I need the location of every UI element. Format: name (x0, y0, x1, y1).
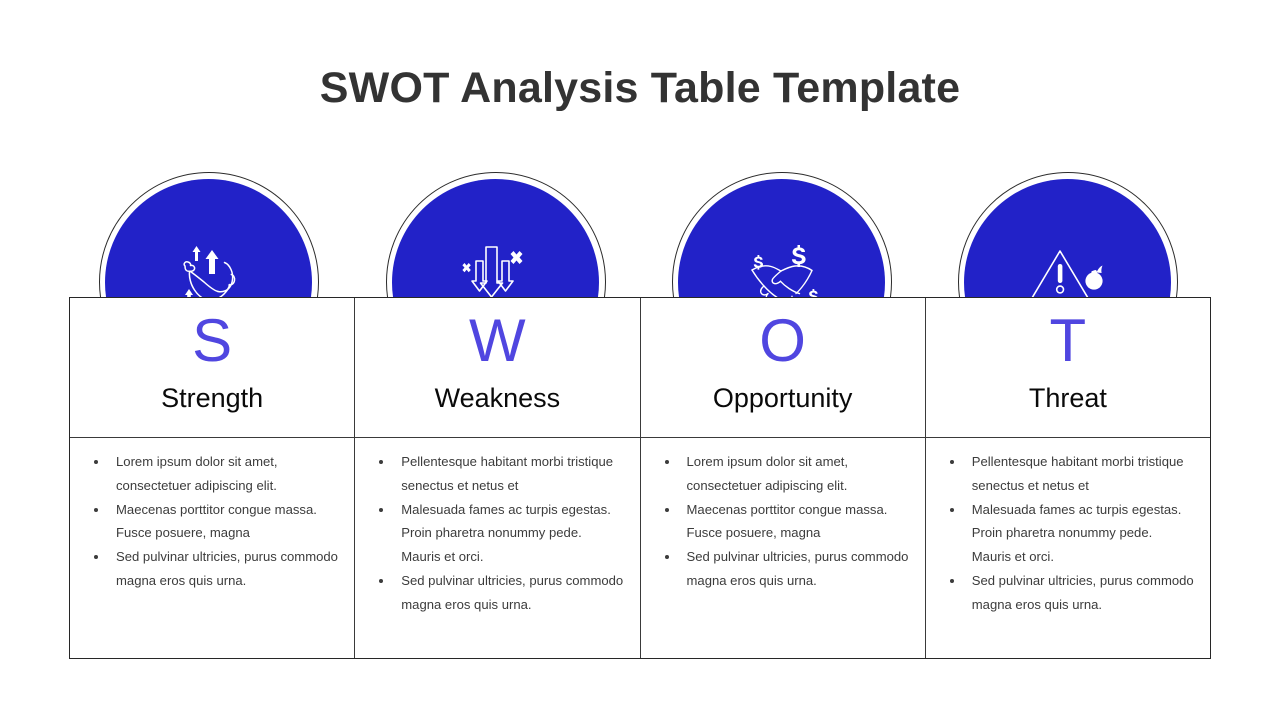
column-letter: W (469, 307, 526, 374)
column-letter: S (192, 307, 233, 374)
list-item: Malesuada fames ac turpis egestas. Proin… (365, 498, 623, 569)
column-title: Opportunity (712, 383, 853, 413)
icon-circle-threat (958, 172, 1180, 297)
list-item: Sed pulvinar ultricies, purus commodo ma… (651, 545, 909, 593)
list-item: Malesuada fames ac turpis egestas. Proin… (936, 498, 1194, 569)
bullet-list: Lorem ipsum dolor sit amet, consectetuer… (80, 450, 338, 593)
list-item: Pellentesque habitant morbi tristique se… (365, 450, 623, 498)
list-item: Pellentesque habitant morbi tristique se… (936, 450, 1194, 498)
handshake-dollar-icon (678, 179, 885, 297)
column-header-threat: T Threat (925, 298, 1210, 438)
list-item: Lorem ipsum dolor sit amet, consectetuer… (651, 450, 909, 498)
column-body-opportunity: Lorem ipsum dolor sit amet, consectetuer… (641, 438, 925, 658)
muscle-arm-up-arrows-icon (105, 179, 312, 297)
icon-circles-band (0, 172, 1280, 297)
icon-circle-strength (99, 172, 321, 297)
icon-circle-opportunity (672, 172, 894, 297)
list-item: Maecenas porttitor congue massa. Fusce p… (80, 498, 338, 546)
swot-column-opportunity: O Opportunity Lorem ipsum dolor sit amet… (640, 298, 926, 658)
swot-column-threat: T Threat Pellentesque habitant morbi tri… (925, 298, 1210, 658)
bullet-list: Pellentesque habitant morbi tristique se… (936, 450, 1194, 617)
column-header-weakness: W Weakness (355, 298, 640, 438)
column-letter: T (1049, 307, 1087, 374)
column-letter: O (759, 307, 806, 374)
column-body-weakness: Pellentesque habitant morbi tristique se… (355, 438, 639, 658)
page-title: SWOT Analysis Table Template (319, 64, 961, 112)
list-item: Sed pulvinar ultricies, purus commodo ma… (80, 545, 338, 593)
list-item: Sed pulvinar ultricies, purus commodo ma… (936, 569, 1194, 617)
column-body-strength: Lorem ipsum dolor sit amet, consectetuer… (70, 438, 354, 658)
bullet-list: Pellentesque habitant morbi tristique se… (365, 450, 623, 617)
list-item: Lorem ipsum dolor sit amet, consectetuer… (80, 450, 338, 498)
column-title: Threat (1028, 383, 1107, 413)
bullet-list: Lorem ipsum dolor sit amet, consectetuer… (651, 450, 909, 593)
column-header-strength: S Strength (70, 298, 355, 438)
column-title: Weakness (434, 383, 561, 413)
warning-triangle-bomb-icon (964, 179, 1171, 297)
icon-circle-weakness (386, 172, 608, 297)
list-item: Maecenas porttitor congue massa. Fusce p… (651, 498, 909, 546)
column-title: Strength (161, 383, 264, 413)
column-header-opportunity: O Opportunity (640, 298, 925, 438)
swot-table: S Strength Lorem ipsum dolor sit amet, c… (69, 297, 1211, 659)
column-body-threat: Pellentesque habitant morbi tristique se… (926, 438, 1210, 658)
down-arrows-x-marks-icon (392, 179, 599, 297)
swot-column-weakness: W Weakness Pellentesque habitant morbi t… (355, 298, 641, 658)
swot-column-strength: S Strength Lorem ipsum dolor sit amet, c… (70, 298, 356, 658)
list-item: Sed pulvinar ultricies, purus commodo ma… (365, 569, 623, 617)
